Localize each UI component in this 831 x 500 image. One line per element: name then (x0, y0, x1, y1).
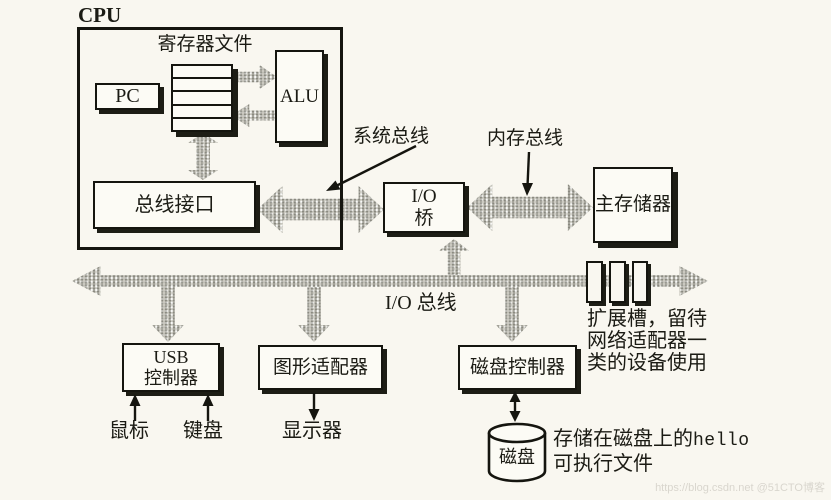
memory-bus-label: 内存总线 (487, 128, 564, 149)
system-bus-pointer (326, 144, 417, 191)
iobus-to-graphics-arrow (298, 287, 330, 342)
graphics-adapter-text: 图形适配器 (272, 356, 368, 378)
register-row (173, 106, 231, 119)
keyboard-arrow (202, 394, 214, 421)
register-file-label: 寄存器文件 (157, 34, 253, 55)
cpu-box (77, 27, 343, 250)
register-row (173, 119, 231, 130)
expansion-slot (586, 261, 603, 303)
usb-controller-line1: USB (153, 346, 189, 367)
alu-text: ALU (279, 85, 320, 107)
io-bridge-line2: 桥 (414, 207, 434, 229)
disk-controller-disk-arrow (509, 391, 521, 422)
disk-cylinder (487, 422, 547, 483)
expansion-slot (632, 261, 648, 303)
disk-note: 存储在磁盘上的hello 可执行文件 (553, 428, 750, 476)
disk-note-line2: 可执行文件 (553, 453, 653, 475)
expansion-note-line3: 类的设备使用 (587, 352, 707, 374)
main-memory-text: 主存储器 (595, 194, 672, 216)
disk-note-hello-code: hello (693, 431, 750, 451)
mouse-arrow (129, 394, 141, 421)
memory-bus-pointer (522, 151, 533, 196)
expansion-note-line1: 扩展槽，留待 (587, 308, 707, 330)
graphics-adapter-box: 图形适配器 (258, 345, 383, 390)
disk-controller-text: 磁盘控制器 (469, 356, 565, 378)
cpu-label: CPU (78, 3, 122, 27)
main-memory-box: 主存储器 (593, 167, 673, 243)
iobus-to-bridge-arrow (439, 239, 469, 277)
alu-box: ALU (275, 50, 324, 143)
io-bus-label: I/O 总线 (385, 292, 457, 314)
usb-controller-line2: 控制器 (144, 367, 198, 388)
expansion-note: 扩展槽，留待 网络适配器一 类的设备使用 (587, 308, 707, 374)
disk-note-line1-text: 存储在磁盘上的 (553, 428, 693, 450)
io-bridge-line1: I/O (411, 185, 437, 207)
display-label: 显示器 (282, 420, 342, 442)
iobus-to-diskctl-arrow (496, 287, 528, 342)
bus-interface-text: 总线接口 (134, 193, 215, 216)
pc-box: PC (95, 83, 160, 110)
usb-controller-box: USB 控制器 (122, 343, 220, 392)
watermark: https://blog.csdn.net @51CTO博客 (655, 482, 825, 494)
iobus-to-usb-arrow (152, 287, 184, 342)
register-row (173, 79, 231, 93)
disk-label: 磁盘 (499, 447, 535, 467)
display-arrow (308, 393, 320, 421)
disk-controller-box: 磁盘控制器 (458, 345, 577, 390)
system-bus-label: 系统总线 (353, 126, 430, 147)
register-row (173, 66, 231, 80)
expansion-slot (609, 261, 626, 303)
mouse-label: 鼠标 (109, 420, 149, 442)
bus-interface-box: 总线接口 (93, 181, 256, 229)
disk-note-line1: 存储在磁盘上的hello (553, 428, 750, 453)
register-row (173, 92, 231, 106)
pc-text: PC (115, 85, 140, 107)
keyboard-label: 键盘 (183, 420, 223, 442)
io-bridge-box: I/O 桥 (383, 182, 465, 233)
expansion-note-line2: 网络适配器一 (587, 330, 707, 352)
register-file-box (171, 64, 233, 132)
